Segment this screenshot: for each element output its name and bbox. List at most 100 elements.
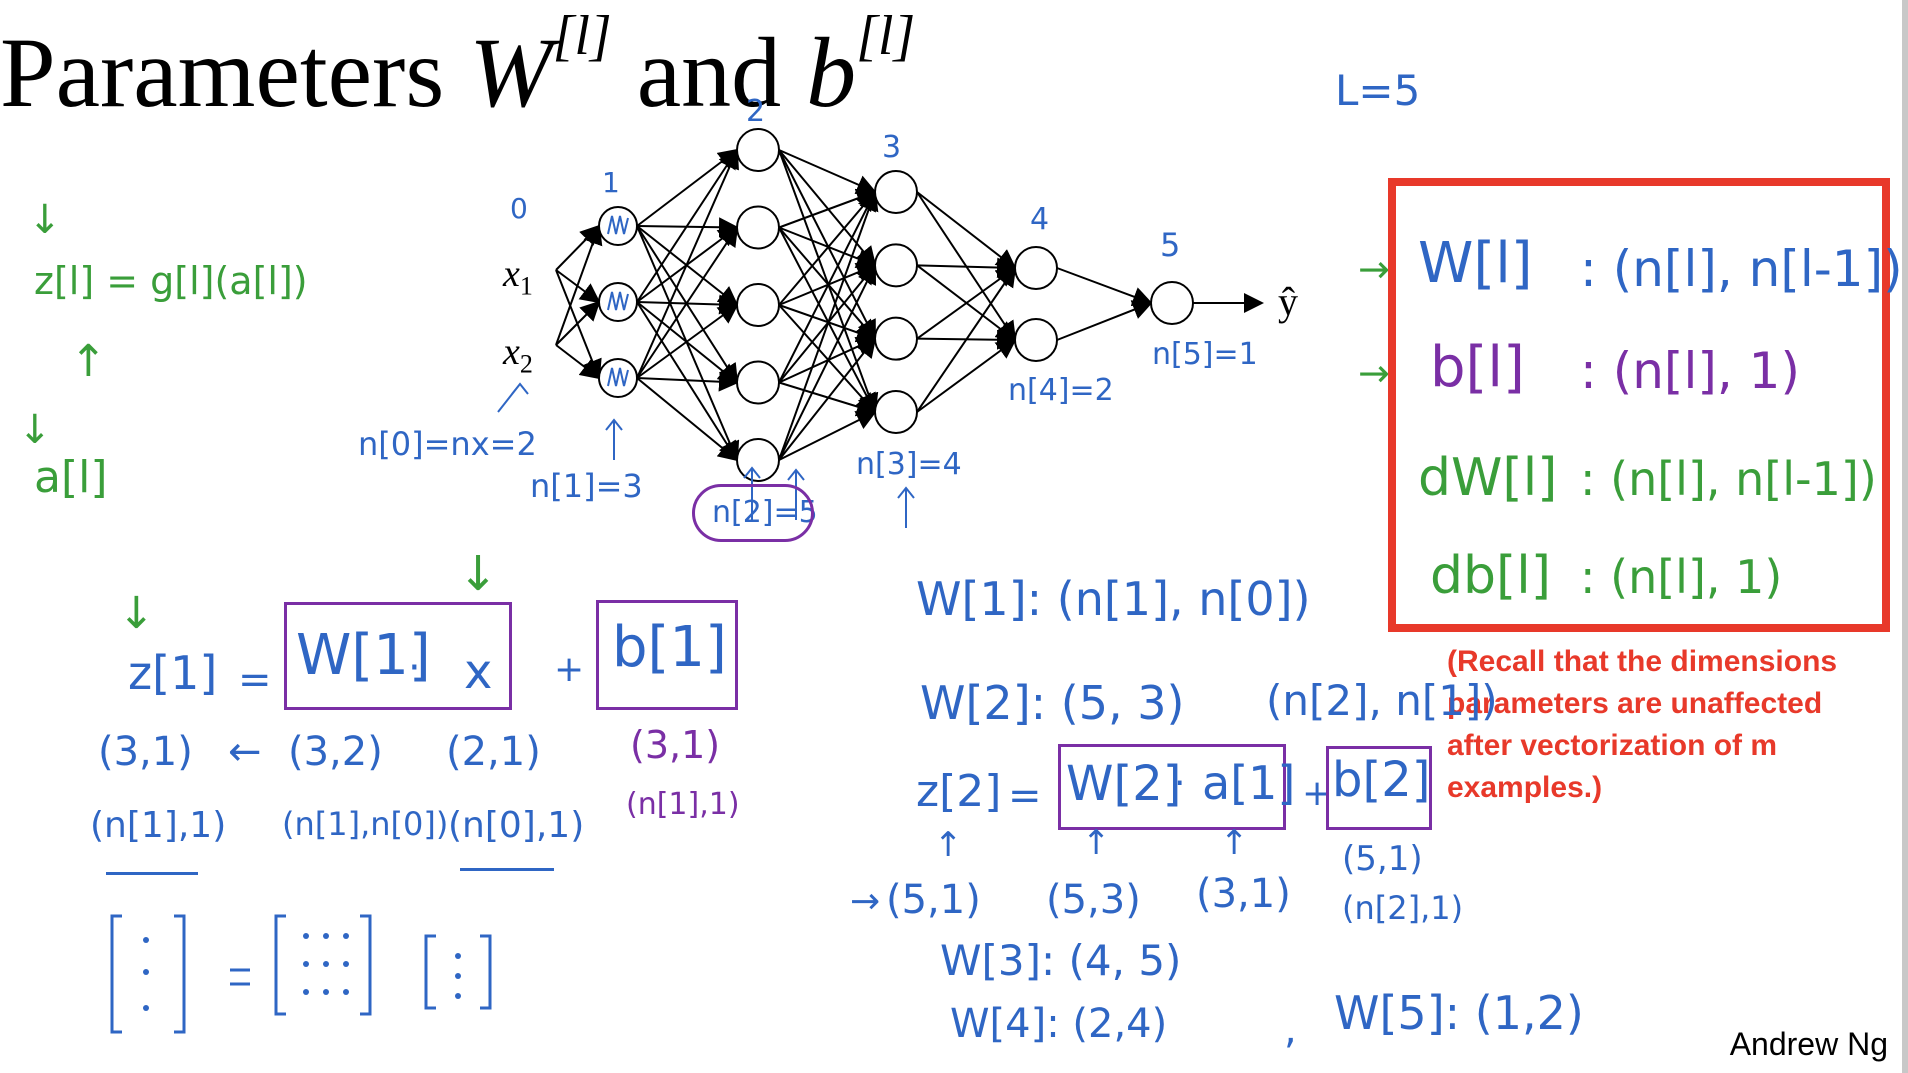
z2-term: z[2] bbox=[916, 766, 1002, 817]
gen-dim-b1: (n[1],1) bbox=[626, 787, 740, 822]
equals-sign: = bbox=[238, 657, 272, 703]
network-edge bbox=[778, 304, 877, 343]
network-node bbox=[874, 316, 918, 361]
gen-dim-z1: (n[1],1) bbox=[90, 805, 227, 846]
z1-term: z[1] bbox=[128, 646, 218, 700]
network-edge bbox=[778, 226, 877, 269]
x-term: x bbox=[464, 644, 493, 700]
annotation-arrow bbox=[897, 486, 915, 528]
dim-w1: (3,2) bbox=[288, 729, 383, 775]
arrow-right-icon: → bbox=[1358, 351, 1390, 395]
layer-label-3: 3 bbox=[882, 130, 902, 165]
network-node bbox=[1014, 318, 1058, 362]
b1-box bbox=[596, 600, 738, 710]
network-edge bbox=[555, 344, 601, 380]
size-note-0: n[0]=nx=2 bbox=[358, 425, 537, 463]
b1-term: b[1] bbox=[612, 615, 727, 680]
network-edge bbox=[916, 338, 1017, 413]
title-w: W bbox=[469, 17, 553, 128]
arrow-up-icon: ↑ bbox=[70, 336, 107, 387]
w1-term: W[1] bbox=[296, 623, 431, 688]
dim-x: (2,1) bbox=[446, 729, 541, 775]
note-line: after vectorization of m bbox=[1447, 729, 1778, 762]
gen-dim-w1: (n[1],n[0]) bbox=[282, 805, 449, 843]
page-title: Parameters W[l] and b[l] bbox=[0, 5, 916, 128]
w1x-box bbox=[284, 602, 512, 710]
arrow-left-icon: ← bbox=[228, 729, 262, 775]
annotation-arrow bbox=[743, 466, 761, 520]
db-dim-lhs: db[l] bbox=[1430, 546, 1552, 606]
network-edge bbox=[636, 148, 739, 379]
network-node bbox=[736, 360, 780, 405]
network-edge bbox=[778, 149, 877, 194]
dw-dim-rhs: : (n[l], n[l-1]) bbox=[1580, 452, 1877, 506]
network-edge bbox=[778, 149, 879, 414]
annotation-arrow bbox=[497, 382, 529, 413]
dim-b2: (5,1) bbox=[1342, 839, 1423, 879]
arrow-right-icon: → bbox=[850, 881, 881, 922]
network-node bbox=[736, 283, 780, 327]
network-node bbox=[736, 205, 780, 250]
network-edge bbox=[778, 227, 876, 414]
network-edge bbox=[636, 303, 739, 379]
arrow-up-icon: ↑ bbox=[1220, 823, 1249, 863]
author-credit: Andrew Ng bbox=[1729, 1026, 1888, 1062]
layer-label-4: 4 bbox=[1030, 202, 1050, 237]
title-b-sup: [l] bbox=[856, 5, 916, 67]
dot-operator: · bbox=[408, 645, 421, 691]
network-edge bbox=[1056, 300, 1153, 341]
node-scribble bbox=[607, 291, 629, 311]
title-and: and bbox=[611, 17, 807, 128]
title-b: b bbox=[806, 17, 857, 128]
network-edge bbox=[555, 269, 601, 304]
size-note-1: n[1]=3 bbox=[530, 467, 643, 505]
network-node bbox=[736, 438, 780, 482]
arrow-up-icon: ↑ bbox=[1082, 823, 1111, 863]
network-node bbox=[1014, 246, 1058, 290]
db-dim-rhs: : (n[l], 1) bbox=[1580, 550, 1783, 604]
b-dim-lhs: b[l] bbox=[1430, 335, 1525, 400]
title-prefix: Parameters bbox=[0, 17, 470, 128]
forward-formula: z[l] = g[l](a[l]) bbox=[34, 259, 308, 303]
n2-circle bbox=[692, 484, 814, 542]
arrow-down-icon: ↓ bbox=[118, 588, 155, 639]
size-note-5: n[5]=1 bbox=[1152, 337, 1258, 372]
note-line: (Recall that the dimensions bbox=[1447, 645, 1838, 678]
network-edge bbox=[778, 226, 877, 341]
equals-sign: = bbox=[1008, 773, 1042, 819]
annotation-arrow bbox=[605, 418, 623, 460]
network-edge bbox=[916, 257, 1017, 278]
node-scribble bbox=[607, 367, 629, 387]
network-edge bbox=[1056, 267, 1153, 307]
dim-w2: (5,3) bbox=[1046, 877, 1141, 923]
input-x2: x2 bbox=[503, 331, 533, 379]
w3-dim-note: W[3]: (4, 5) bbox=[940, 936, 1182, 985]
network-edge bbox=[636, 377, 739, 462]
network-edge bbox=[778, 381, 877, 417]
network-edge bbox=[778, 190, 876, 383]
size-note-4: n[4]=2 bbox=[1008, 373, 1114, 408]
dim-b1: (3,1) bbox=[630, 723, 721, 767]
network-edge bbox=[778, 149, 877, 267]
network-edge bbox=[778, 190, 879, 461]
network-edge bbox=[916, 191, 1017, 270]
arrow-right-icon: → bbox=[1358, 247, 1390, 291]
layer-label-1: 1 bbox=[602, 166, 620, 199]
a1-term: a[1] bbox=[1202, 756, 1296, 810]
arrow-up-icon: ↑ bbox=[934, 825, 963, 865]
dim-z2: (5,1) bbox=[886, 877, 981, 923]
w1-dim-note: W[1]: (n[1], n[0]) bbox=[916, 572, 1311, 626]
layer-label-0: 0 bbox=[510, 192, 528, 225]
parameter-dimensions-box bbox=[1388, 178, 1890, 632]
separator-comma: , bbox=[1284, 1007, 1297, 1053]
network-edge bbox=[916, 266, 1017, 413]
dot-operator: · bbox=[1174, 763, 1186, 804]
arrow-down-icon: ↓ bbox=[458, 546, 499, 602]
network-node bbox=[874, 243, 918, 288]
title-w-sup: [l] bbox=[552, 5, 612, 67]
b2-box bbox=[1326, 746, 1432, 830]
network-node bbox=[1150, 281, 1194, 325]
size-note-3: n[3]=4 bbox=[856, 447, 962, 482]
w5-dim-note: W[5]: (1,2) bbox=[1334, 986, 1584, 1040]
